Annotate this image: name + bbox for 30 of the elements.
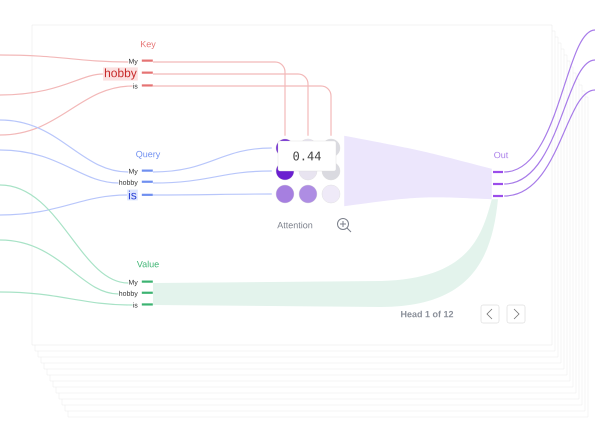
connector-line bbox=[504, 59, 595, 185]
connector-line bbox=[153, 61, 286, 136]
connector-line bbox=[0, 54, 128, 63]
group-heading: Key bbox=[140, 40, 156, 50]
connector-line bbox=[0, 184, 128, 284]
output-bars bbox=[493, 170, 503, 198]
value-flow-band bbox=[153, 199, 498, 307]
connector-line bbox=[0, 119, 128, 173]
group-heading: Value bbox=[136, 260, 159, 268]
highlighted-token: is bbox=[127, 190, 153, 200]
value-tooltip: 0.44 bbox=[278, 140, 336, 172]
connector-line bbox=[153, 73, 309, 136]
connector-line bbox=[504, 89, 595, 197]
highlighted-token: hobby bbox=[103, 67, 153, 81]
connector-line bbox=[0, 73, 103, 96]
connector-line bbox=[0, 149, 119, 184]
connector-line bbox=[0, 239, 119, 295]
attention-flow-band bbox=[344, 136, 492, 206]
connector-line bbox=[0, 194, 127, 216]
connector-line bbox=[152, 170, 272, 184]
connector-line bbox=[0, 85, 133, 136]
connector-line bbox=[153, 193, 272, 196]
connector-line bbox=[153, 85, 332, 136]
pagination-text: Head 1 of 12 bbox=[401, 310, 454, 318]
connector-line bbox=[152, 147, 272, 173]
connector-line bbox=[504, 29, 595, 173]
group-heading: Query bbox=[136, 150, 160, 160]
caption-text: Attention bbox=[277, 222, 312, 228]
connector-line bbox=[0, 291, 133, 306]
group-heading: Out bbox=[494, 152, 508, 158]
